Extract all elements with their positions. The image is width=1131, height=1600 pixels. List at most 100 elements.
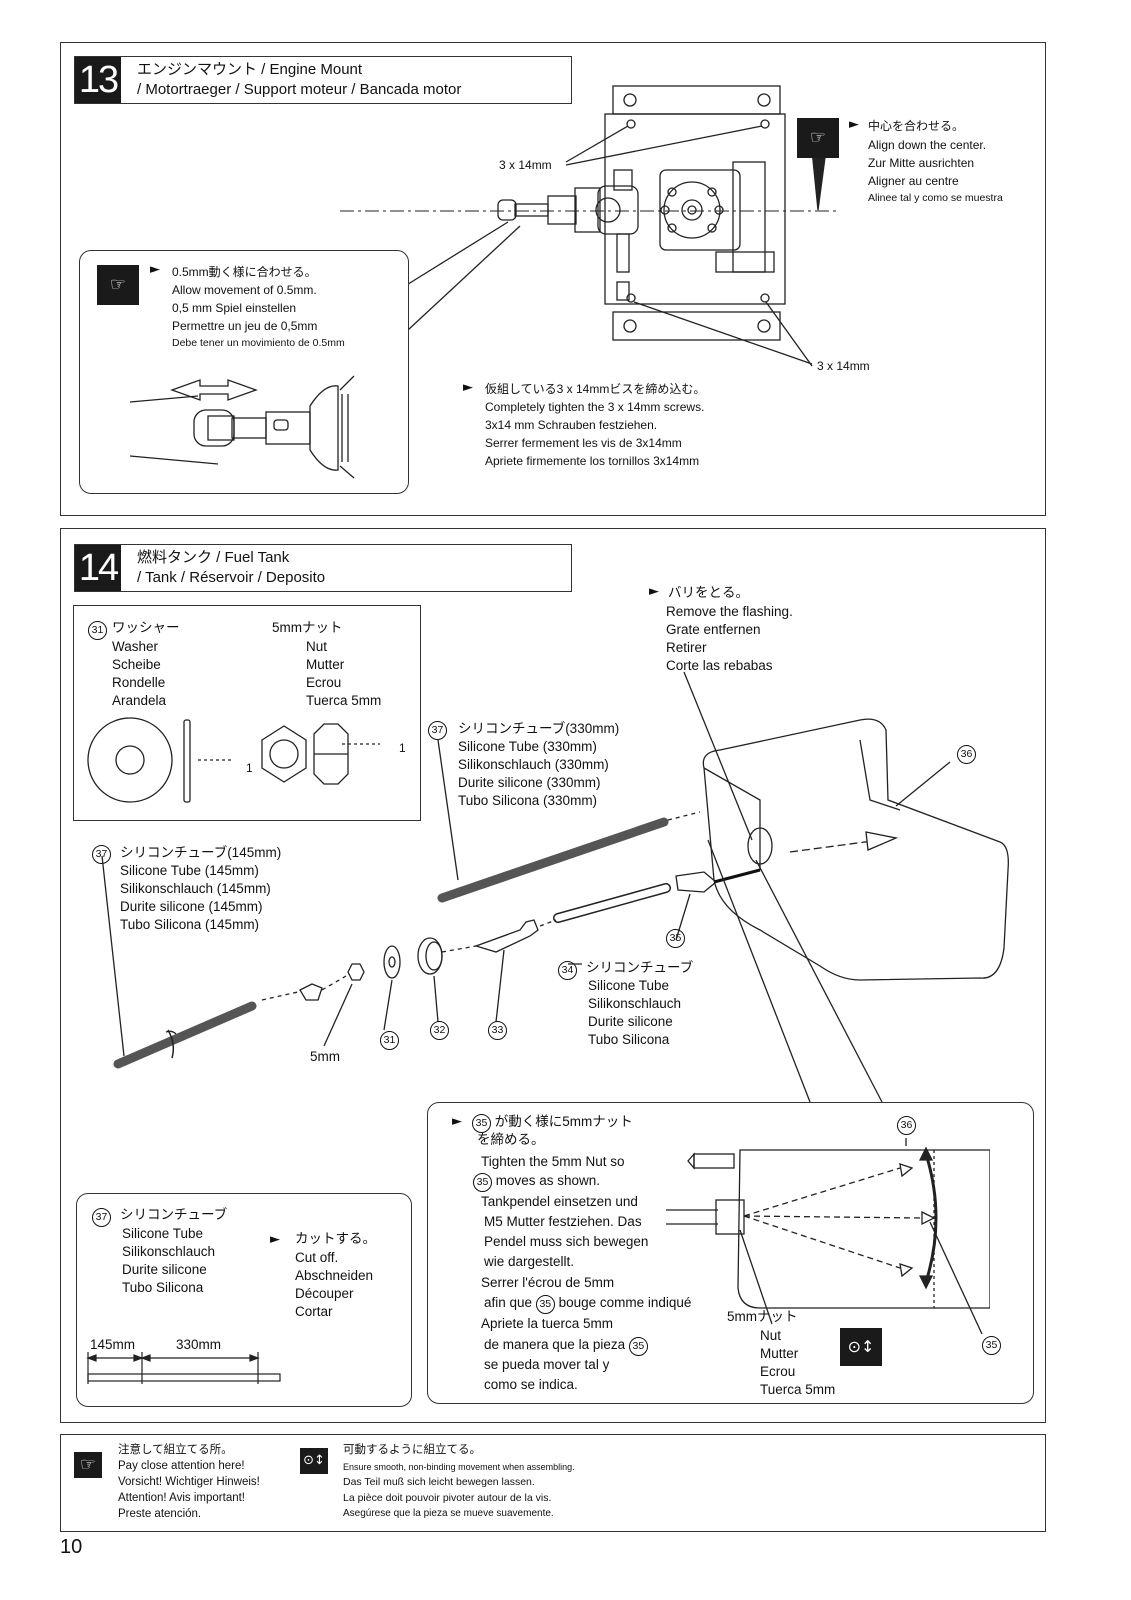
- callout-35: 35: [666, 928, 685, 948]
- align-note-de: Zur Mitte ausrichten: [868, 156, 975, 170]
- arrow-icon: ►: [463, 380, 473, 395]
- tighten-note-en: Completely tighten the 3 x 14mm screws.: [485, 400, 705, 414]
- washer-es: Arandela: [112, 693, 167, 708]
- step-13-header: 13 エンジンマウント / Engine Mount / Motortraege…: [74, 56, 572, 104]
- cut-es: Cortar: [295, 1304, 333, 1319]
- callout-33: 33: [488, 1020, 507, 1040]
- callout-31: 31: [380, 1030, 399, 1050]
- legend-attention-de: Vorsicht! Wichtiger Hinweis!: [118, 1476, 260, 1488]
- tube330-num: 37: [428, 720, 447, 740]
- page-number: 10: [60, 1536, 83, 1558]
- nut-de: Mutter: [306, 657, 345, 672]
- tube34-num: 34: [558, 960, 577, 980]
- pendulum-ja-b: を締める。: [477, 1132, 545, 1147]
- pendulum-nut-en: Nut: [760, 1328, 782, 1343]
- legend-attention-en: Pay close attention here!: [118, 1460, 245, 1472]
- pendulum-nut-es: Tuerca 5mm: [760, 1382, 836, 1397]
- pendulum-callout-36: 36: [897, 1115, 916, 1135]
- cut-en: Cut off.: [295, 1250, 339, 1265]
- movement-note-en: Allow movement of 0.5mm.: [172, 283, 317, 297]
- arrow-icon: ►: [452, 1114, 462, 1129]
- screw-label-bottom: 3 x 14mm: [817, 359, 870, 373]
- washer-fr: Rondelle: [112, 675, 166, 690]
- legend-movable-en: Ensure smooth, non-binding movement when…: [343, 1462, 575, 1472]
- tube34-en: Silicone Tube: [588, 978, 670, 993]
- washer-ja: ワッシャー: [112, 620, 180, 635]
- tube34-fr: Durite silicone: [588, 1014, 673, 1029]
- cut-ja: カットする。: [295, 1231, 376, 1246]
- tube330-ja: シリコンチューブ(330mm): [458, 721, 620, 736]
- pendulum-nut-de: Mutter: [760, 1346, 799, 1361]
- step-13-title-1: エンジンマウント / Engine Mount: [137, 61, 363, 78]
- pendulum-fr-b: afin que 35 bouge comme indiqué: [484, 1294, 691, 1314]
- legend-movable-de: Das Teil muß sich leicht bewegen lassen.: [343, 1476, 535, 1488]
- washer-nut-drawing: [87, 717, 380, 803]
- cut-dimension-drawing: [86, 1352, 281, 1384]
- cut-tube-de: Silikonschlauch: [122, 1244, 216, 1259]
- tube34-ja: シリコンチューブ: [586, 960, 694, 975]
- parts-box: [73, 605, 421, 821]
- pendulum-de-2: M5 Mutter festziehen. Das: [484, 1214, 642, 1229]
- cut-tube-fr: Durite silicone: [122, 1262, 207, 1277]
- tighten-note-de: 3x14 mm Schrauben festziehen.: [485, 418, 658, 432]
- cut-box: [76, 1193, 412, 1407]
- step-14-header: 14 燃料タンク / Fuel Tank / Tank / Réservoir …: [74, 544, 572, 592]
- cut-de: Abschneiden: [295, 1268, 374, 1283]
- pendulum-es-d: como se indica.: [484, 1377, 578, 1392]
- washer-de: Scheibe: [112, 657, 161, 672]
- legend-attention-es: Preste atención.: [118, 1508, 202, 1520]
- tube145-en: Silicone Tube (145mm): [120, 863, 259, 878]
- nut-es: Tuerca 5mm: [306, 693, 382, 708]
- cut-box-num: 37: [92, 1207, 111, 1227]
- step-14-number: 14: [75, 545, 121, 591]
- align-note-ja: 中心を合わせる。: [868, 119, 965, 133]
- arrow-icon: ►: [150, 262, 160, 277]
- attention-hand-icon: ☞: [797, 118, 839, 158]
- washer-qty: 1: [246, 761, 253, 775]
- screw-label-top: 3 x 14mm: [499, 158, 552, 172]
- tube34-es: Tubo Silicona: [588, 1032, 670, 1047]
- step-14-title-1: 燃料タンク / Fuel Tank: [137, 549, 290, 566]
- coupling-detail-drawing: [129, 375, 355, 479]
- cut-len-145: 145mm: [90, 1337, 136, 1352]
- attention-hand-icon: ☞: [97, 265, 139, 305]
- step-13-number: 13: [75, 57, 121, 103]
- arrow-icon: ►: [849, 117, 859, 132]
- flashing-note-en: Remove the flashing.: [666, 604, 793, 619]
- tube145-es: Tubo Silicona (145mm): [120, 917, 260, 932]
- movable-part-icon: ⊙↕: [840, 1328, 882, 1366]
- pendulum-de-1: Tankpendel einsetzen und: [481, 1194, 638, 1209]
- movement-note-fr: Permettre un jeu de 0,5mm: [172, 319, 318, 333]
- movement-note-de: 0,5 mm Spiel einstellen: [172, 301, 297, 315]
- tube145-fr: Durite silicone (145mm): [120, 899, 263, 914]
- nut-ja: 5mmナット: [272, 620, 343, 635]
- movement-note-es: Debe tener un movimiento de 0.5mm: [172, 337, 345, 349]
- legend-attention-ja: 注意して組立てる所。: [118, 1444, 233, 1456]
- nut-en: Nut: [306, 639, 328, 654]
- attention-hand-icon: ☞: [74, 1452, 102, 1478]
- cut-fr: Découper: [295, 1286, 354, 1301]
- legend-movable-es: Asegúrese que la pieza se mueve suavemen…: [343, 1508, 554, 1519]
- legend-movable-fr: La pièce doit pouvoir pivoter autour de …: [343, 1492, 552, 1504]
- cut-tube-ja: シリコンチューブ: [120, 1207, 228, 1222]
- arrow-icon: ►: [649, 584, 659, 599]
- pendulum-en-a: Tighten the 5mm Nut so: [481, 1154, 625, 1169]
- cut-tube-es: Tubo Silicona: [122, 1280, 204, 1295]
- arrow-icon: ►: [270, 1232, 280, 1247]
- flashing-note-fr: Retirer: [666, 640, 707, 655]
- legend-attention-fr: Attention! Avis important!: [118, 1492, 245, 1504]
- pendulum-de-4: wie dargestellt.: [484, 1254, 575, 1269]
- align-note-es: Alinee tal y como se muestra: [868, 192, 1003, 204]
- legend-movable-ja: 可動するように組立てる。: [343, 1444, 481, 1456]
- tube145-num: 37: [92, 844, 111, 864]
- nut-qty: 1: [399, 741, 406, 755]
- movement-note-ja: 0.5mm動く様に合わせる。: [172, 265, 317, 279]
- movable-part-icon: ⊙↕: [300, 1448, 328, 1474]
- tube330-fr: Durite silicone (330mm): [458, 775, 601, 790]
- align-note-en: Align down the center.: [868, 138, 987, 152]
- tube145-de: Silikonschlauch (145mm): [120, 881, 271, 896]
- pendulum-callout-35: 35: [982, 1335, 1001, 1355]
- pendulum-es-c: se pueda mover tal y: [484, 1357, 610, 1372]
- tighten-note-fr: Serrer fermement les vis de 3x14mm: [485, 436, 682, 450]
- washer-num: 31: [88, 620, 107, 640]
